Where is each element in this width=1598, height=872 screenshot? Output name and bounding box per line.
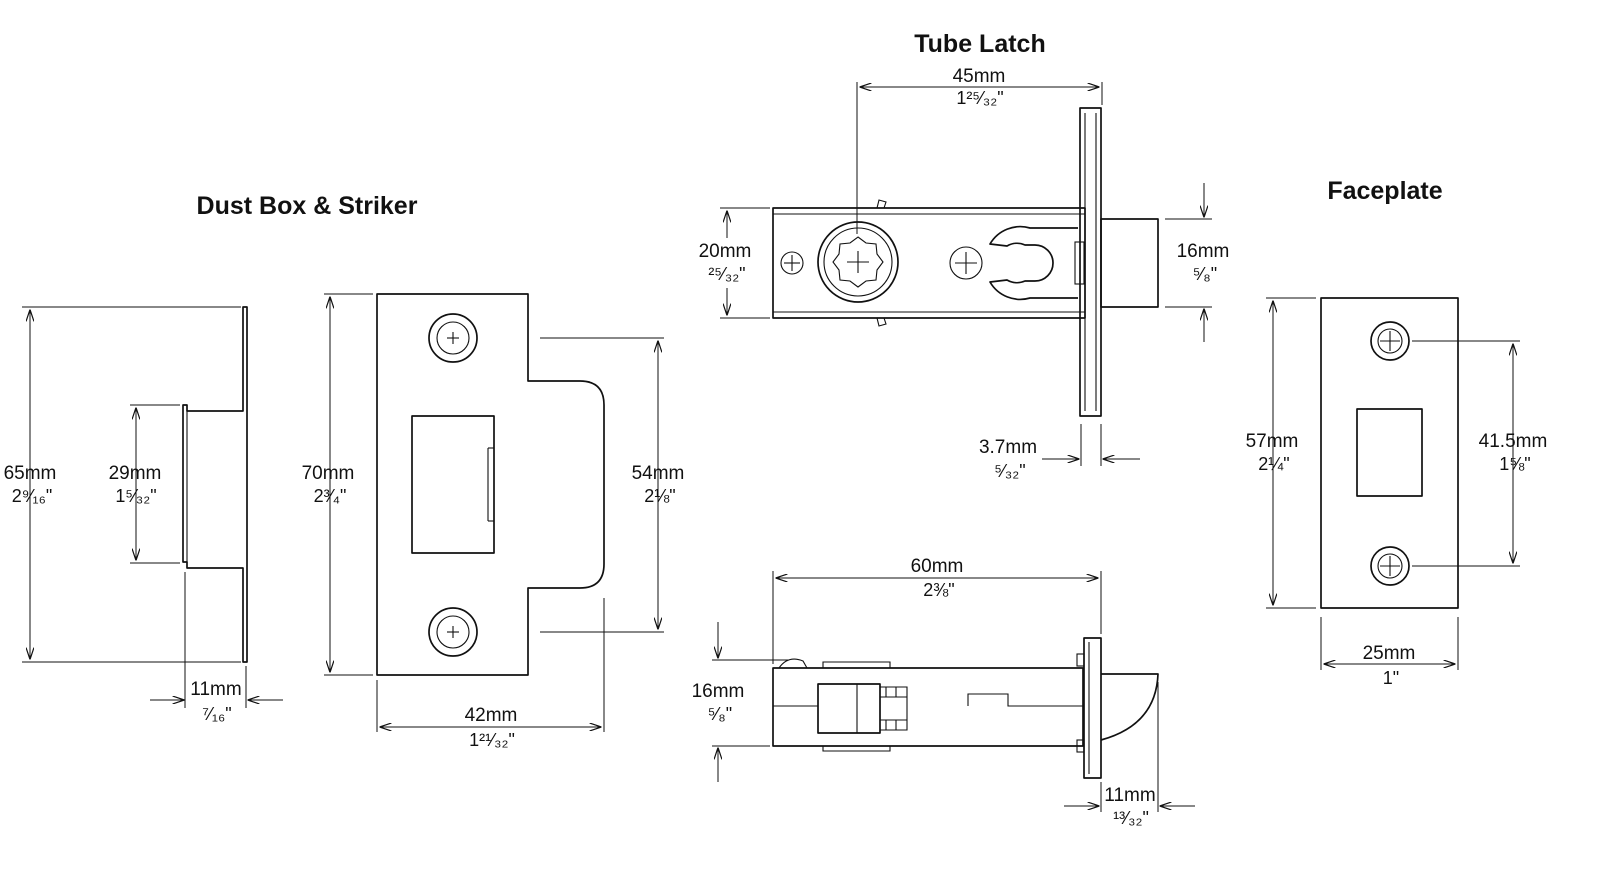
dust-box-profile bbox=[182, 306, 248, 663]
latch-forend-top bbox=[1079, 107, 1102, 417]
dim-latch-bolt: 16mm ⁵⁄₈" bbox=[1165, 183, 1229, 342]
face-height-mm: 57mm bbox=[1246, 431, 1299, 452]
latch-forend-side bbox=[1083, 637, 1102, 779]
latch-body-in: ²⁵⁄₃₂" bbox=[708, 264, 745, 284]
faceplate-screw-top-icon bbox=[1370, 321, 1410, 361]
dim-striker-height: 70mm 2³⁄₄" bbox=[302, 293, 373, 676]
latch-bolt-in: ⁵⁄₈" bbox=[1193, 264, 1217, 284]
latch-bolt-top bbox=[1100, 218, 1159, 308]
dust-box-title: Dust Box & Striker bbox=[197, 192, 418, 220]
forend-thickness-mm: 3.7mm bbox=[979, 437, 1037, 458]
dim-bolt-throw: 11mm ¹³⁄₃₂" bbox=[1064, 682, 1195, 828]
striker-latch-slot bbox=[411, 415, 495, 554]
dustbox-height-mm: 65mm bbox=[4, 463, 57, 484]
tube-latch-title: Tube Latch bbox=[914, 30, 1045, 58]
striker-screw-bottom-icon bbox=[428, 607, 478, 657]
backset-mm: 45mm bbox=[953, 66, 1006, 87]
face-centres-in: 1⅝" bbox=[1499, 454, 1530, 474]
striker-plate bbox=[376, 293, 605, 676]
latch-tail-slot bbox=[989, 225, 1078, 301]
bolt-throw-mm: 11mm bbox=[1104, 785, 1155, 806]
dim-dustbox-inner: 29mm 1⁵⁄₃₂" bbox=[109, 404, 180, 564]
striker-height-in: 2³⁄₄" bbox=[314, 486, 347, 506]
dim-face-centres: 41.5mm 1⅝" bbox=[1412, 340, 1548, 567]
latch-bolt-mm: 16mm bbox=[1177, 241, 1230, 262]
face-width-mm: 25mm bbox=[1363, 643, 1416, 664]
face-width-in: 1" bbox=[1383, 668, 1399, 688]
striker-width-in: 1²¹⁄₃₂" bbox=[469, 730, 515, 750]
dustbox-depth-in: ⁷⁄₁₆" bbox=[202, 704, 231, 724]
latch-length-in: 2⅜" bbox=[923, 580, 954, 600]
dim-striker-width: 42mm 1²¹⁄₃₂" bbox=[376, 598, 605, 750]
screw-hole-left-icon bbox=[780, 251, 804, 275]
faceplate bbox=[1320, 297, 1459, 609]
screw-hole-right-icon bbox=[949, 246, 983, 280]
striker-height-mm: 70mm bbox=[302, 463, 355, 484]
dim-face-width: 25mm 1" bbox=[1320, 617, 1459, 688]
face-height-in: 2¼" bbox=[1258, 454, 1289, 474]
striker-screw-top-icon bbox=[428, 313, 478, 363]
tube-latch-side-view bbox=[772, 637, 1159, 779]
faceplate-screw-bottom-icon bbox=[1370, 546, 1410, 586]
dustbox-height-in: 2⁹⁄₁₆" bbox=[12, 486, 52, 506]
dustbox-inner-mm: 29mm bbox=[109, 463, 162, 484]
latch-length-mm: 60mm bbox=[911, 556, 964, 577]
dustbox-inner-in: 1⁵⁄₃₂" bbox=[115, 486, 156, 506]
dim-dustbox-depth: 11mm ⁷⁄₁₆" bbox=[150, 572, 283, 724]
dim-latch-length: 60mm 2⅜" bbox=[772, 556, 1102, 664]
faceplate-title: Faceplate bbox=[1327, 177, 1442, 205]
faceplate-latch-opening bbox=[1356, 408, 1423, 497]
bolt-throw-in: ¹³⁄₃₂" bbox=[1113, 808, 1149, 828]
dim-face-height: 57mm 2¼" bbox=[1246, 297, 1316, 609]
dim-side-body: 16mm ⁵⁄₈" bbox=[692, 622, 788, 782]
side-body-mm: 16mm bbox=[692, 681, 745, 702]
spindle-hub-icon bbox=[817, 221, 899, 303]
backset-in: 1²⁵⁄₃₂" bbox=[956, 88, 1003, 108]
striker-lip-mm: 54mm bbox=[632, 463, 685, 484]
striker-width-mm: 42mm bbox=[465, 705, 518, 726]
dim-forend-thickness: 3.7mm ⁵⁄₃₂" bbox=[979, 424, 1140, 481]
tube-latch-top-view bbox=[772, 107, 1159, 417]
dim-latch-body: 20mm ²⁵⁄₃₂" bbox=[699, 207, 770, 319]
dim-striker-lip: 54mm 2⅛" bbox=[540, 337, 685, 633]
latch-body-mm: 20mm bbox=[699, 241, 752, 262]
dim-backset: 45mm 1²⁵⁄₃₂" bbox=[856, 66, 1103, 234]
side-body-in: ⁵⁄₈" bbox=[708, 704, 732, 724]
latch-bolt-side bbox=[1100, 673, 1159, 741]
dim-dustbox-height: 65mm 2⁹⁄₁₆" bbox=[4, 306, 241, 663]
face-centres-mm: 41.5mm bbox=[1479, 431, 1548, 452]
striker-lip-in: 2⅛" bbox=[644, 486, 675, 506]
forend-thickness-in: ⁵⁄₃₂" bbox=[994, 461, 1025, 481]
dustbox-depth-mm: 11mm bbox=[190, 679, 241, 700]
